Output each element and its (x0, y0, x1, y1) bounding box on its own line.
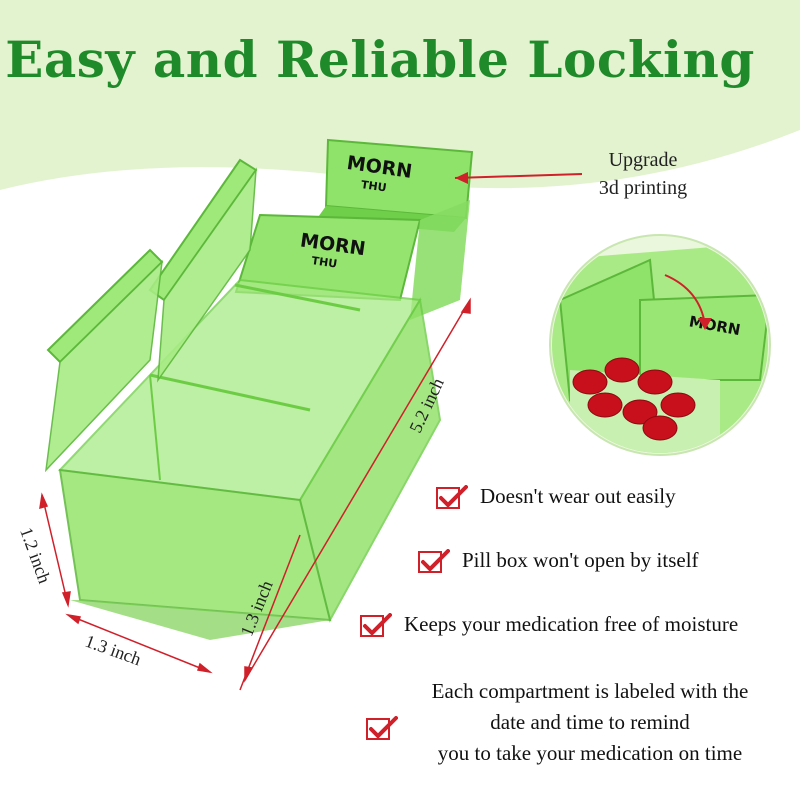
checkmark-icon (360, 613, 392, 638)
callout-line-2: 3d printing (598, 177, 688, 199)
lid-label-sub-2: THU (311, 254, 338, 270)
callout-arrow (454, 172, 583, 184)
feature-item-3: Keeps your medication free of moisture (360, 612, 738, 639)
back-lid-top: MORN THU (316, 138, 474, 232)
feature-item-2: Pill box won't open by itself (418, 548, 699, 575)
front-lid-open-2 (44, 248, 164, 473)
zoom-detail-circle: MORN (549, 234, 771, 456)
box-body (57, 278, 442, 640)
checkmark-icon (366, 716, 398, 740)
checkmark-icon (436, 485, 468, 510)
back-lid-second: MORN THU (234, 213, 422, 302)
feature-text-1: Doesn't wear out easily (480, 484, 676, 508)
front-lid-open-1 (148, 158, 258, 383)
page-title: Easy and Reliable Locking (5, 30, 755, 89)
upgrade-callout: Upgrade 3d printing (568, 146, 718, 202)
callout-line-1: Upgrade (608, 149, 678, 171)
feature-item-1: Doesn't wear out easily (436, 484, 676, 511)
feature-4-line-3: you to take your medication on time (437, 741, 743, 765)
lid-label-sub: THU (360, 178, 387, 194)
checkmark-icon (418, 549, 450, 574)
feature-text-3: Keeps your medication free of moisture (404, 612, 739, 636)
feature-4-line-2: date and time to remind (490, 710, 690, 734)
dimension-lines (39, 297, 471, 691)
feature-4-line-1: Each compartment is labeled with the (431, 679, 749, 703)
feature-text-2: Pill box won't open by itself (462, 548, 699, 572)
